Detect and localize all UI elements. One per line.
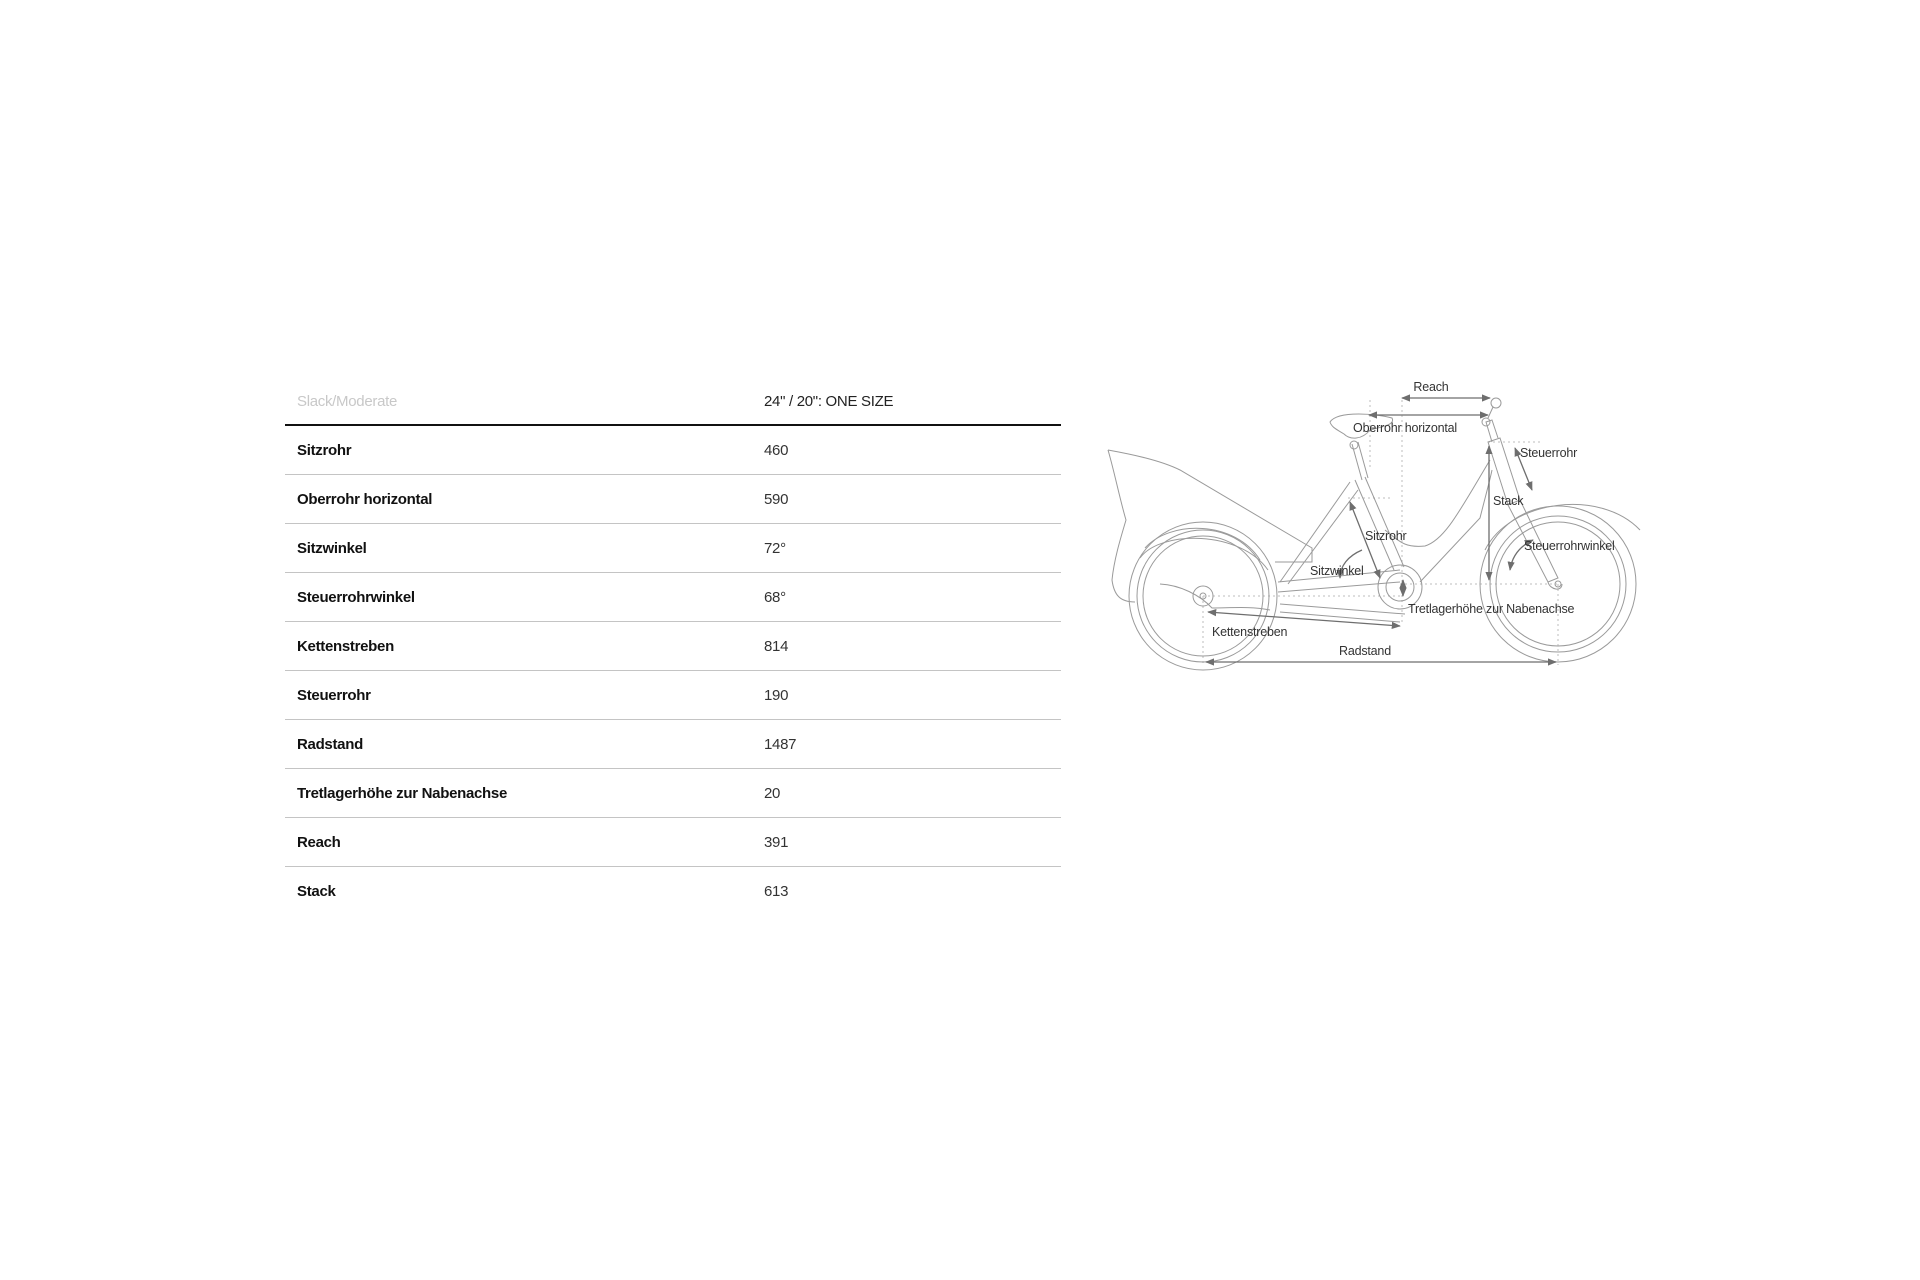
front-wheel [1479,503,1641,663]
label-sitzrohr: Sitzrohr [1365,529,1407,543]
table-row: Stack 613 [285,867,1061,916]
row-label: Steuerrohrwinkel [285,572,752,622]
cargo-bike-icon: Reach Oberrohr horizontal Steuerrohr Sta… [1107,380,1641,671]
label-sitzwinkel: Sitzwinkel [1310,564,1364,578]
label-oberrohr: Oberrohr horizontal [1353,421,1457,435]
table-row: Sitzrohr 460 [285,425,1061,475]
row-label: Tretlagerhöhe zur Nabenachse [285,768,752,818]
label-steuerrohr: Steuerrohr [1520,446,1577,460]
row-label: Sitzrohr [285,425,752,475]
steuerrohrwinkel-arc [1507,539,1534,571]
row-value: 20 [752,768,1061,818]
geometry-table: Slack/Moderate 24" / 20": ONE SIZE Sitzr… [285,378,1061,915]
table-row: Steuerrohr 190 [285,670,1061,720]
table-row: Radstand 1487 [285,719,1061,769]
table-row: Steuerrohrwinkel 68° [285,572,1061,622]
row-value: 460 [752,425,1061,475]
row-value: 1487 [752,719,1061,769]
table-row: Tretlagerhöhe zur Nabenachse 20 [285,768,1061,818]
row-value: 814 [752,621,1061,671]
sitzrohr-arrow [1349,501,1381,579]
row-label: Reach [285,817,752,867]
table-header-label: Slack/Moderate [285,378,752,426]
label-radstand: Radstand [1339,644,1391,658]
row-value: 68° [752,572,1061,622]
table-row: Reach 391 [285,817,1061,867]
row-label: Kettenstreben [285,621,752,671]
table-row: Kettenstreben 814 [285,621,1061,671]
row-value: 190 [752,670,1061,720]
label-steuerrohrwinkel: Steuerrohrwinkel [1524,539,1615,553]
label-kettenstreben: Kettenstreben [1212,625,1287,639]
label-reach: Reach [1413,380,1448,394]
row-label: Sitzwinkel [285,523,752,573]
table-row: Oberrohr horizontal 590 [285,474,1061,524]
row-label: Radstand [285,719,752,769]
kettenstreben-arrow [1207,608,1401,630]
row-value: 613 [764,882,789,900]
row-value: 590 [752,474,1061,524]
row-label: Stack [297,882,336,900]
label-tretlager: Tretlagerhöhe zur Nabenachse [1408,602,1575,616]
bike-geometry-diagram: Reach Oberrohr horizontal Steuerrohr Sta… [1100,370,1660,680]
row-label: Oberrohr horizontal [285,474,752,524]
table-row: Sitzwinkel 72° [285,523,1061,573]
steuerrohr-arrow [1514,447,1533,491]
table-header-row: Slack/Moderate 24" / 20": ONE SIZE [285,378,1061,426]
label-stack: Stack [1493,494,1524,508]
dimension-arrows [1205,394,1557,666]
row-label: Steuerrohr [285,670,752,720]
sitzwinkel-arc [1336,549,1363,579]
rear-wheel [1128,521,1278,671]
row-value: 391 [752,817,1061,867]
table-header-size: 24" / 20": ONE SIZE [752,378,1061,426]
row-value: 72° [752,523,1061,573]
